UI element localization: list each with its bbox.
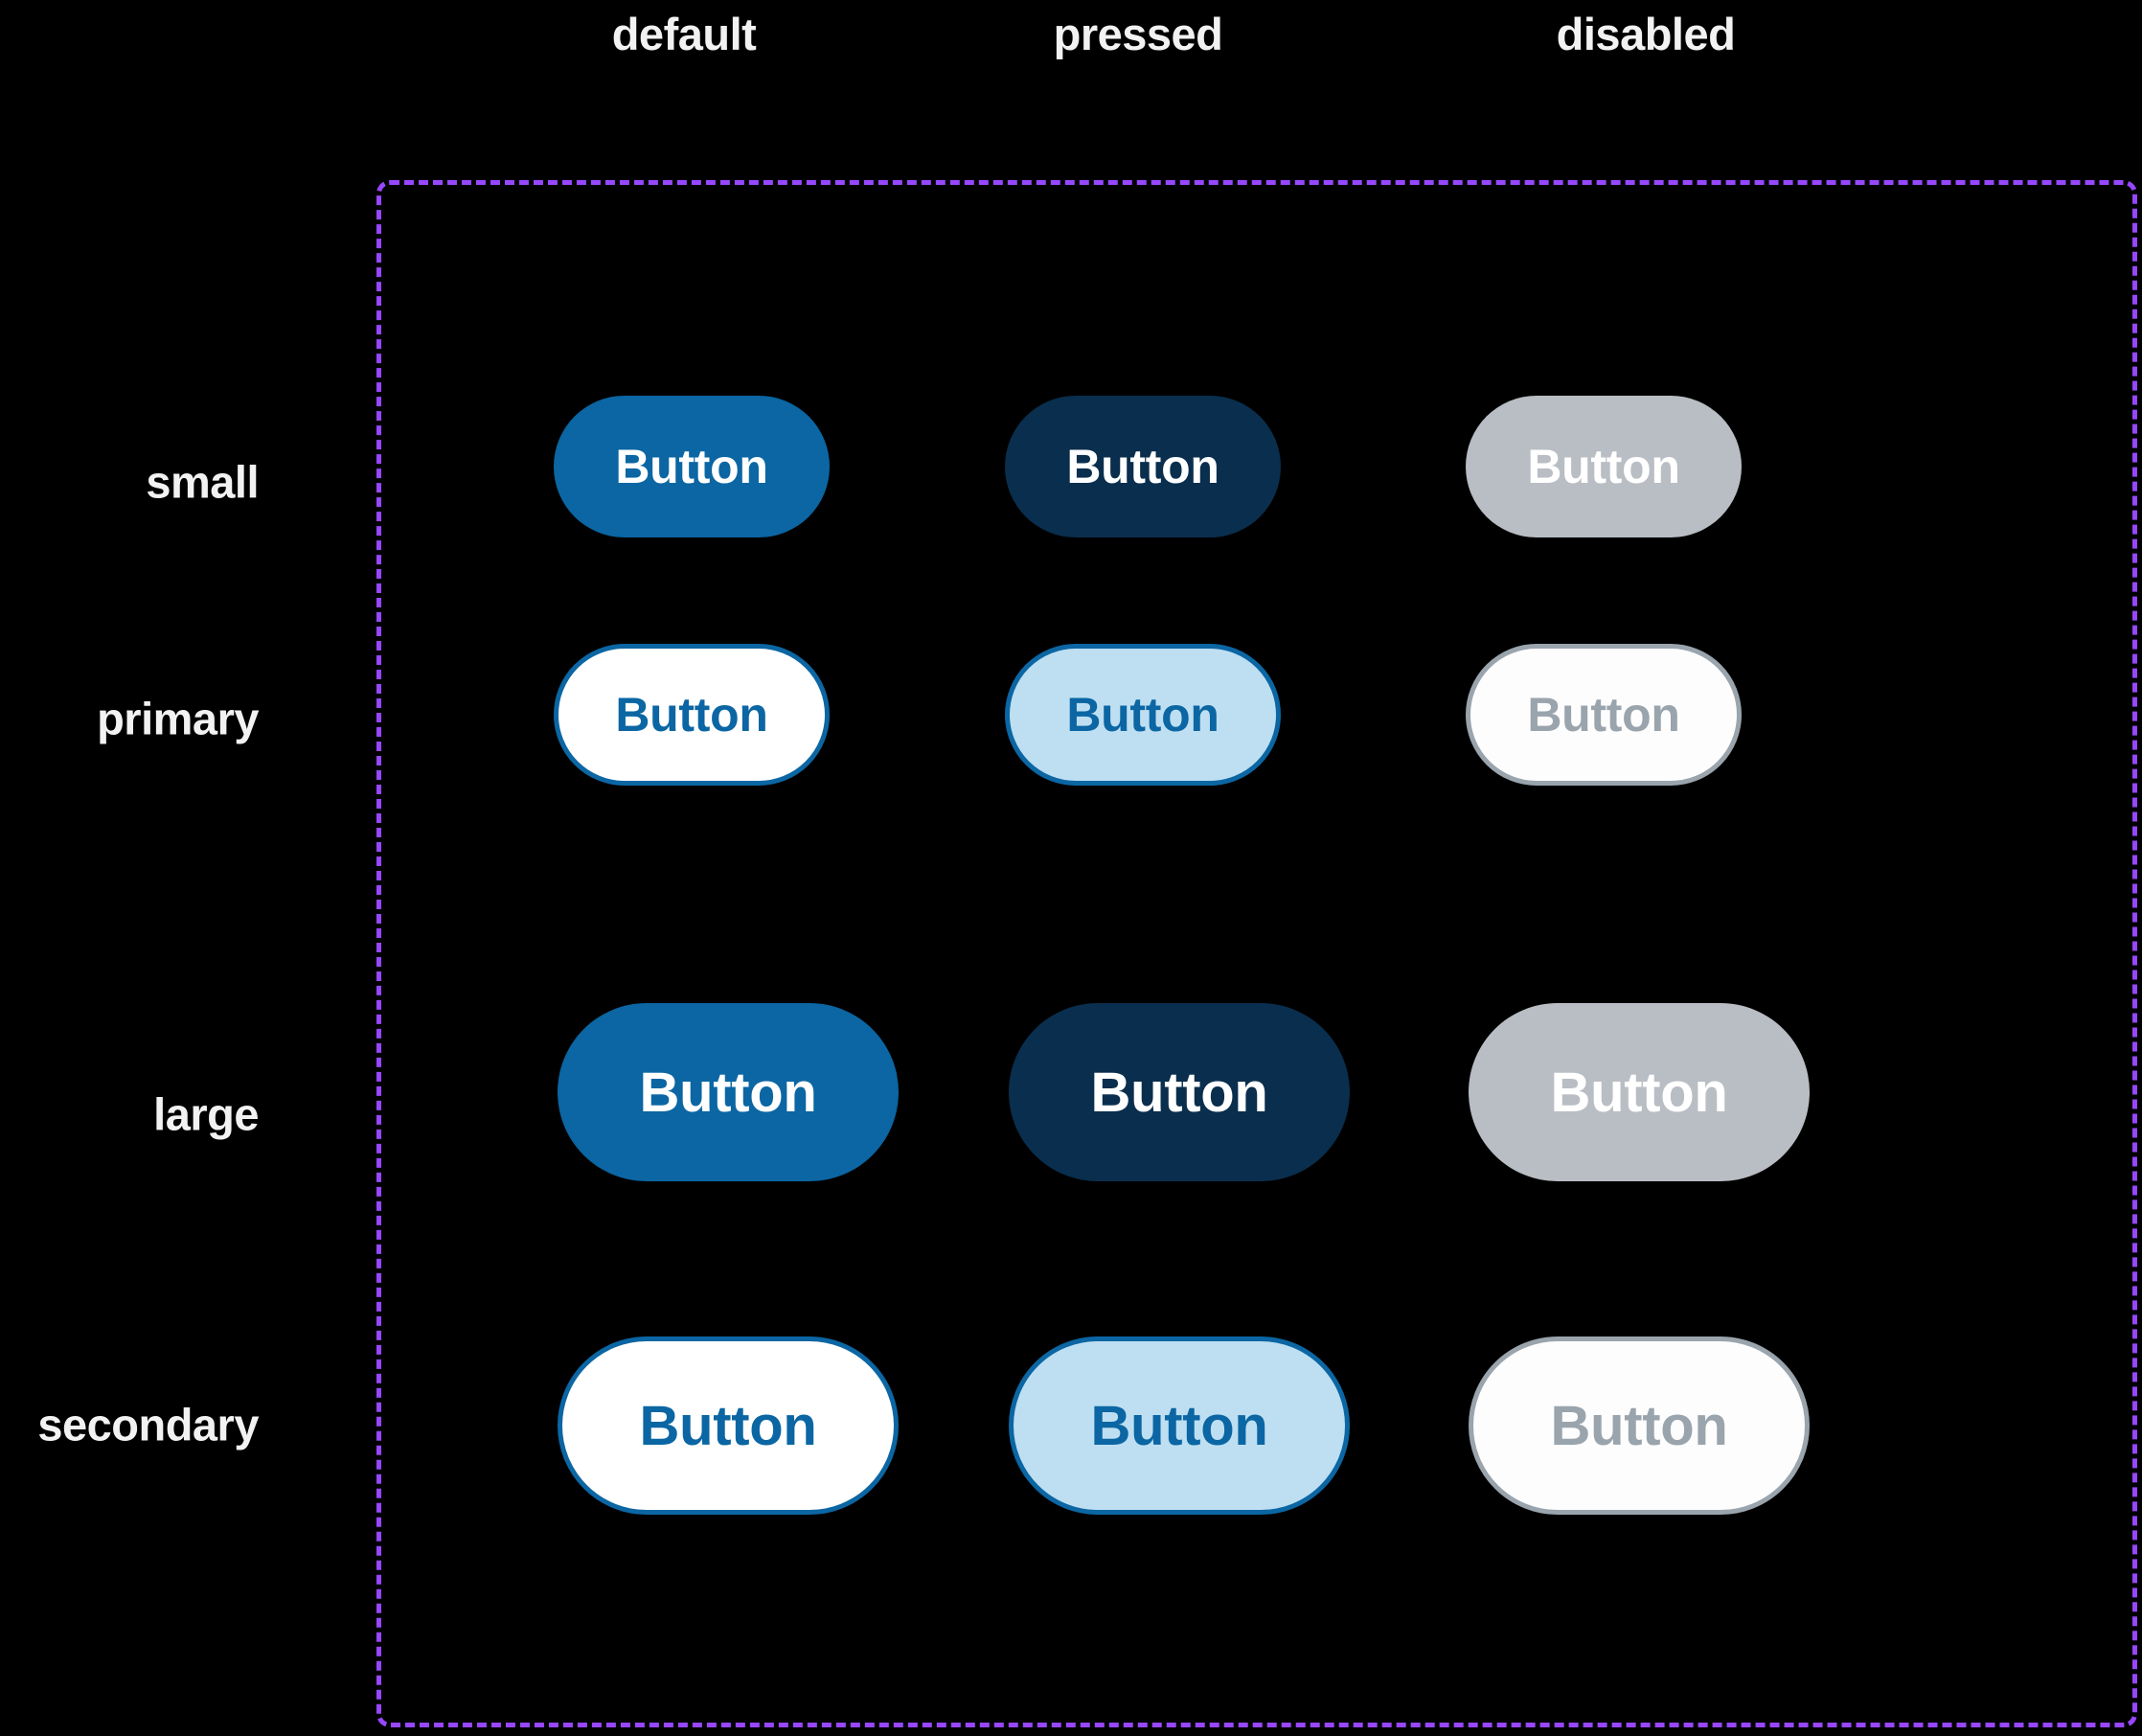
large-secondary-disabled-button: Button bbox=[1469, 1336, 1810, 1515]
large-primary-pressed-button[interactable]: Button bbox=[1009, 1003, 1350, 1181]
column-header-pressed: pressed bbox=[1053, 9, 1223, 59]
column-header-disabled: disabled bbox=[1556, 9, 1736, 59]
row-label-large: large bbox=[153, 1088, 259, 1140]
row-label-secondary: secondary bbox=[37, 1399, 259, 1450]
large-secondary-default-button[interactable]: Button bbox=[558, 1336, 899, 1515]
large-primary-disabled-button: Button bbox=[1469, 1003, 1810, 1181]
column-header-default: default bbox=[611, 9, 757, 59]
small-primary-pressed-button[interactable]: Button bbox=[1005, 396, 1281, 537]
row-label-primary: primary bbox=[97, 693, 259, 744]
large-secondary-pressed-button[interactable]: Button bbox=[1009, 1336, 1350, 1515]
large-primary-default-button[interactable]: Button bbox=[558, 1003, 899, 1181]
small-primary-default-button[interactable]: Button bbox=[554, 396, 830, 537]
column-header-row: default pressed disabled bbox=[0, 0, 2142, 86]
row-label-small: small bbox=[146, 456, 259, 508]
small-secondary-default-button[interactable]: Button bbox=[554, 644, 830, 786]
small-primary-disabled-button: Button bbox=[1466, 396, 1742, 537]
small-secondary-disabled-button: Button bbox=[1466, 644, 1742, 786]
small-secondary-pressed-button[interactable]: Button bbox=[1005, 644, 1281, 786]
